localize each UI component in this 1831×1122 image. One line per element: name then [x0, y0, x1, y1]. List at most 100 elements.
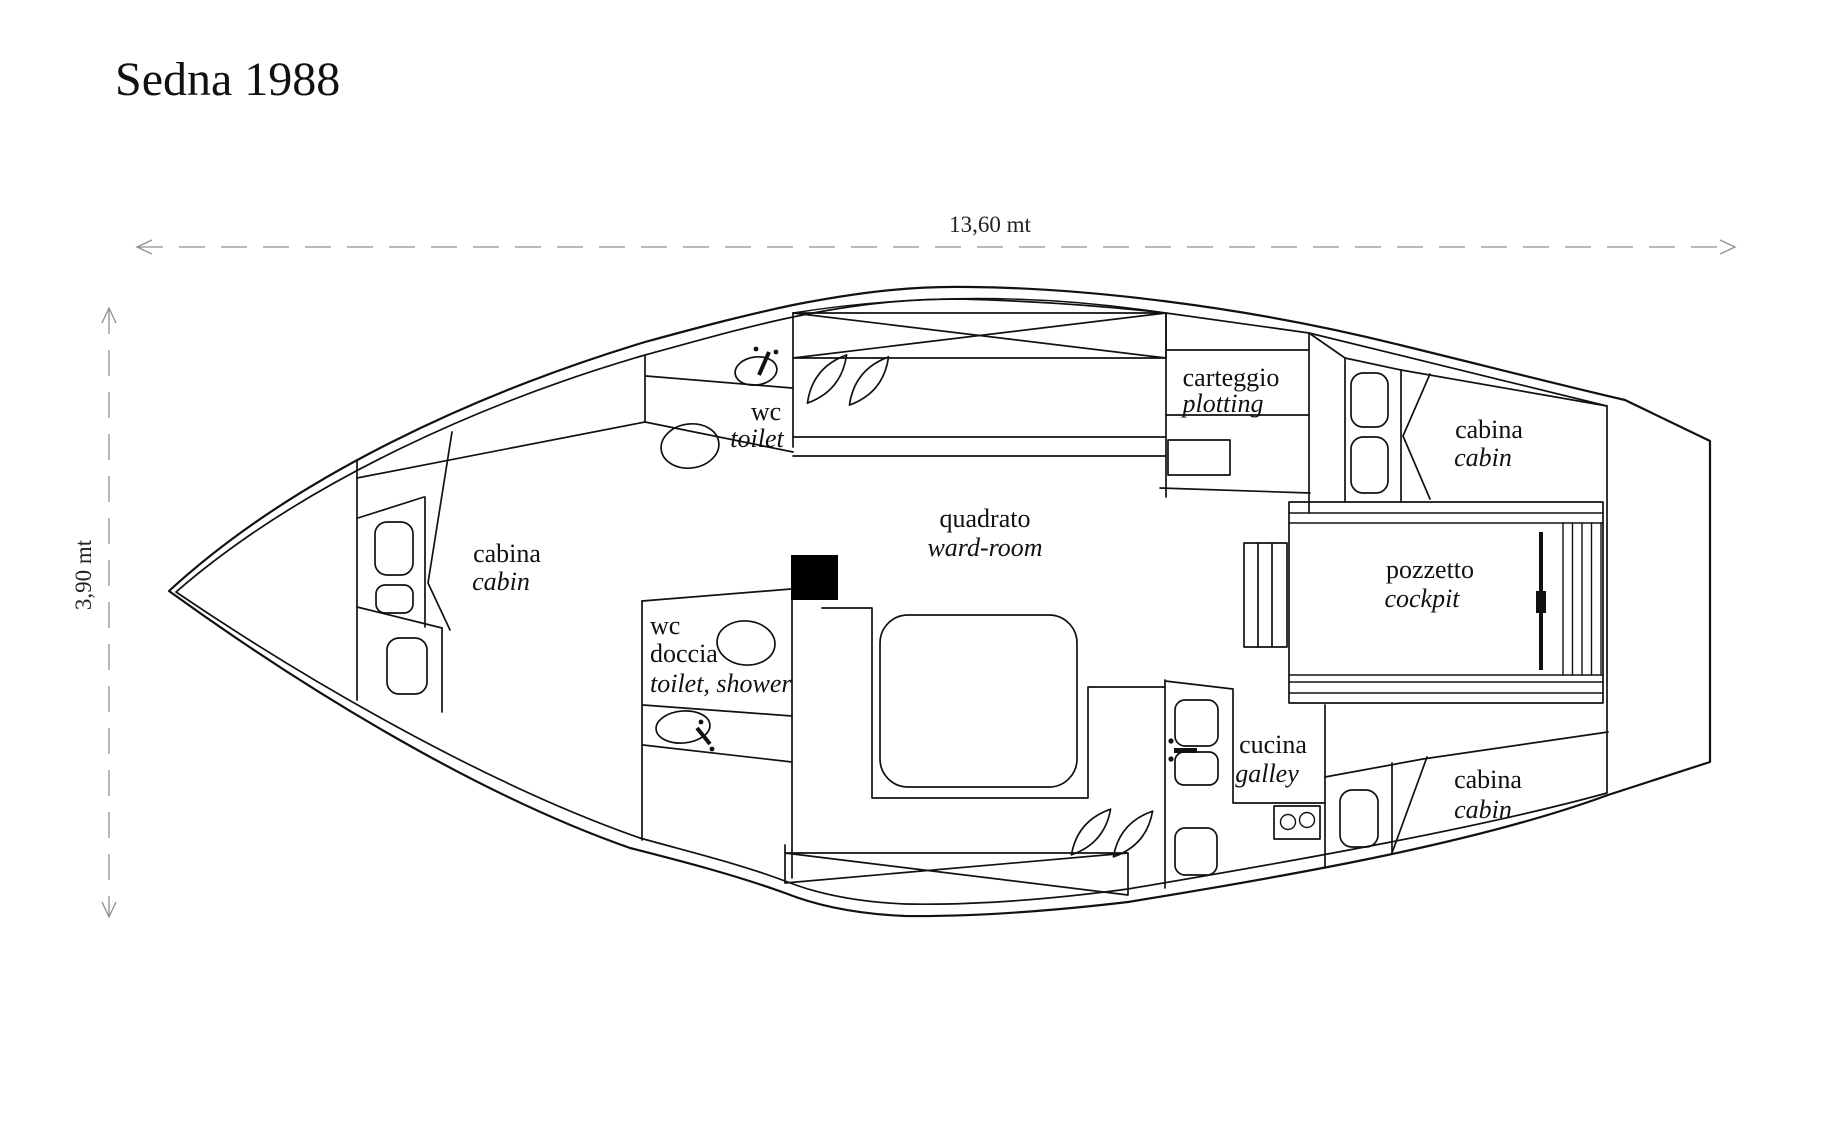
bow-cabin-door: [427, 431, 453, 631]
galley: cucina galley: [1164, 679, 1326, 889]
fwd-wc-faucet-icon: [753, 346, 779, 376]
aft-cabin-starboard: cabina cabin: [1308, 332, 1608, 503]
port-cabin-label-en: cabin: [1454, 795, 1512, 824]
saloon-table: [879, 614, 1078, 788]
saloon: quadrato ward-room: [784, 297, 1167, 896]
stove: [1273, 805, 1321, 840]
saloon-berth-aft: [784, 844, 1129, 896]
fwd-wc-sink: [734, 355, 778, 387]
bow-shelf-top-line: [357, 496, 425, 519]
cockpit-label-it: pozzetto: [1386, 555, 1474, 584]
stove-burner: [1279, 813, 1297, 831]
fwd-wc-label-en: toilet: [730, 424, 784, 453]
aft-wc-divider-1: [642, 704, 793, 717]
aft-wc-faucet-icon: [695, 719, 715, 752]
aft-cabin-port: cabina cabin: [1324, 731, 1609, 854]
aft-wc-room: wc doccia toilet, shower: [641, 588, 793, 841]
aft-wc-divider-2: [642, 744, 793, 763]
galley-counter-outline: [1164, 680, 1326, 804]
port-cabin-hatch: [1339, 789, 1379, 848]
aft-wc-label-it1: wc: [650, 611, 680, 640]
cushions-bottom: [1070, 808, 1154, 858]
fwd-wc-bottom-wall: [644, 421, 794, 453]
nav-label-it: carteggio: [1183, 363, 1280, 392]
tiller: [1536, 532, 1546, 670]
faucet-dot: [709, 746, 715, 752]
galley-label-it: cucina: [1239, 730, 1307, 759]
faucet-bar: [695, 726, 712, 746]
beam-dim-arrow-top: [101, 306, 117, 324]
tiller-grip: [1536, 591, 1546, 613]
settee-u-outline: [821, 607, 1166, 799]
stbd-cabin-hatch-2: [1350, 436, 1389, 494]
stove-body: [1273, 805, 1321, 840]
saloon-label-en: ward-room: [927, 533, 1042, 562]
aft-wc-label-en: toilet, shower: [650, 669, 792, 698]
stbd-cabin-label-it: cabina: [1455, 415, 1523, 444]
beam-dimension-label: 3,90 mt: [71, 539, 96, 610]
aft-wc-top-wall: [641, 588, 792, 602]
page-title: Sedna 1988: [115, 53, 340, 106]
berth-x-rect: [792, 312, 1167, 359]
nav-label-en: plotting: [1181, 389, 1264, 418]
cushion: [1070, 808, 1112, 856]
bow-corridor-top-wall: [356, 421, 646, 479]
cushion: [1112, 810, 1154, 858]
fwd-wc-label-it: wc: [751, 397, 781, 426]
cockpit-bench-slats: [1288, 512, 1604, 694]
bow-hatch-lower: [386, 637, 428, 695]
galley-label-en: galley: [1235, 759, 1299, 788]
galley-sink-2: [1174, 751, 1219, 786]
faucet-dot: [698, 719, 704, 725]
cushion: [806, 354, 848, 404]
cockpit-outline: [1288, 501, 1604, 704]
bow-hatch-middle: [375, 584, 414, 614]
cockpit-label-en: cockpit: [1384, 584, 1460, 613]
aft-wc-sink: [655, 710, 711, 744]
port-cabin-door: [1391, 756, 1428, 854]
steps-box: [1243, 542, 1288, 648]
galley-sink-3: [1174, 827, 1218, 876]
cushions-top: [806, 354, 890, 406]
faucet-dot: [1168, 756, 1174, 762]
fwd-wc-room: wc toilet: [644, 346, 794, 470]
port-cabin-boundary: [1324, 731, 1609, 778]
length-dimension-label: 13,60 mt: [949, 212, 1031, 237]
length-dim-arrow-left: [135, 239, 153, 255]
bow-hatch-upper: [374, 521, 414, 576]
beam-dim-arrow-bottom: [101, 901, 117, 919]
fwd-wc-counter-line: [645, 375, 793, 389]
bow-corridor-bottom-wall: [356, 606, 443, 629]
port-cabin-label-it: cabina: [1454, 765, 1522, 794]
stbd-cabin-door: [1402, 373, 1431, 500]
faucet-dot: [1168, 738, 1174, 744]
saloon-label-it: quadrato: [940, 504, 1031, 533]
mast-section: [791, 555, 838, 600]
nav-seat-line: [1159, 487, 1311, 494]
faucet-bar: [1174, 748, 1197, 753]
stbd-cabin-label-en: cabin: [1454, 443, 1512, 472]
toe-rail-line: [175, 298, 1608, 906]
faucet-dot: [773, 349, 779, 355]
aft-wc-label-it2: doccia: [650, 639, 718, 668]
cushion: [848, 356, 890, 406]
stbd-cabin-hatch-1: [1350, 372, 1389, 428]
cockpit-aft-grating: [1562, 522, 1602, 676]
stove-burner: [1298, 811, 1316, 829]
chart-table: [1167, 439, 1231, 476]
aft-wc-toilet: [716, 620, 776, 666]
cockpit: pozzetto cockpit: [1288, 501, 1604, 704]
hull-outline: [167, 285, 1712, 918]
companionway-steps: [1243, 542, 1288, 648]
nav-station: carteggio plotting: [1159, 312, 1311, 514]
coachroof-arc: [792, 297, 1167, 314]
length-dimension: 13,60 mt: [135, 212, 1737, 255]
fwd-wc-toilet: [660, 422, 720, 470]
length-dim-arrow-right: [1719, 239, 1737, 255]
faucet-bar: [757, 351, 771, 376]
bow-cabin-label-it: cabina: [473, 539, 541, 568]
beam-dimension: 3,90 mt: [71, 306, 117, 919]
bow-cabin: cabina cabin: [356, 421, 646, 713]
